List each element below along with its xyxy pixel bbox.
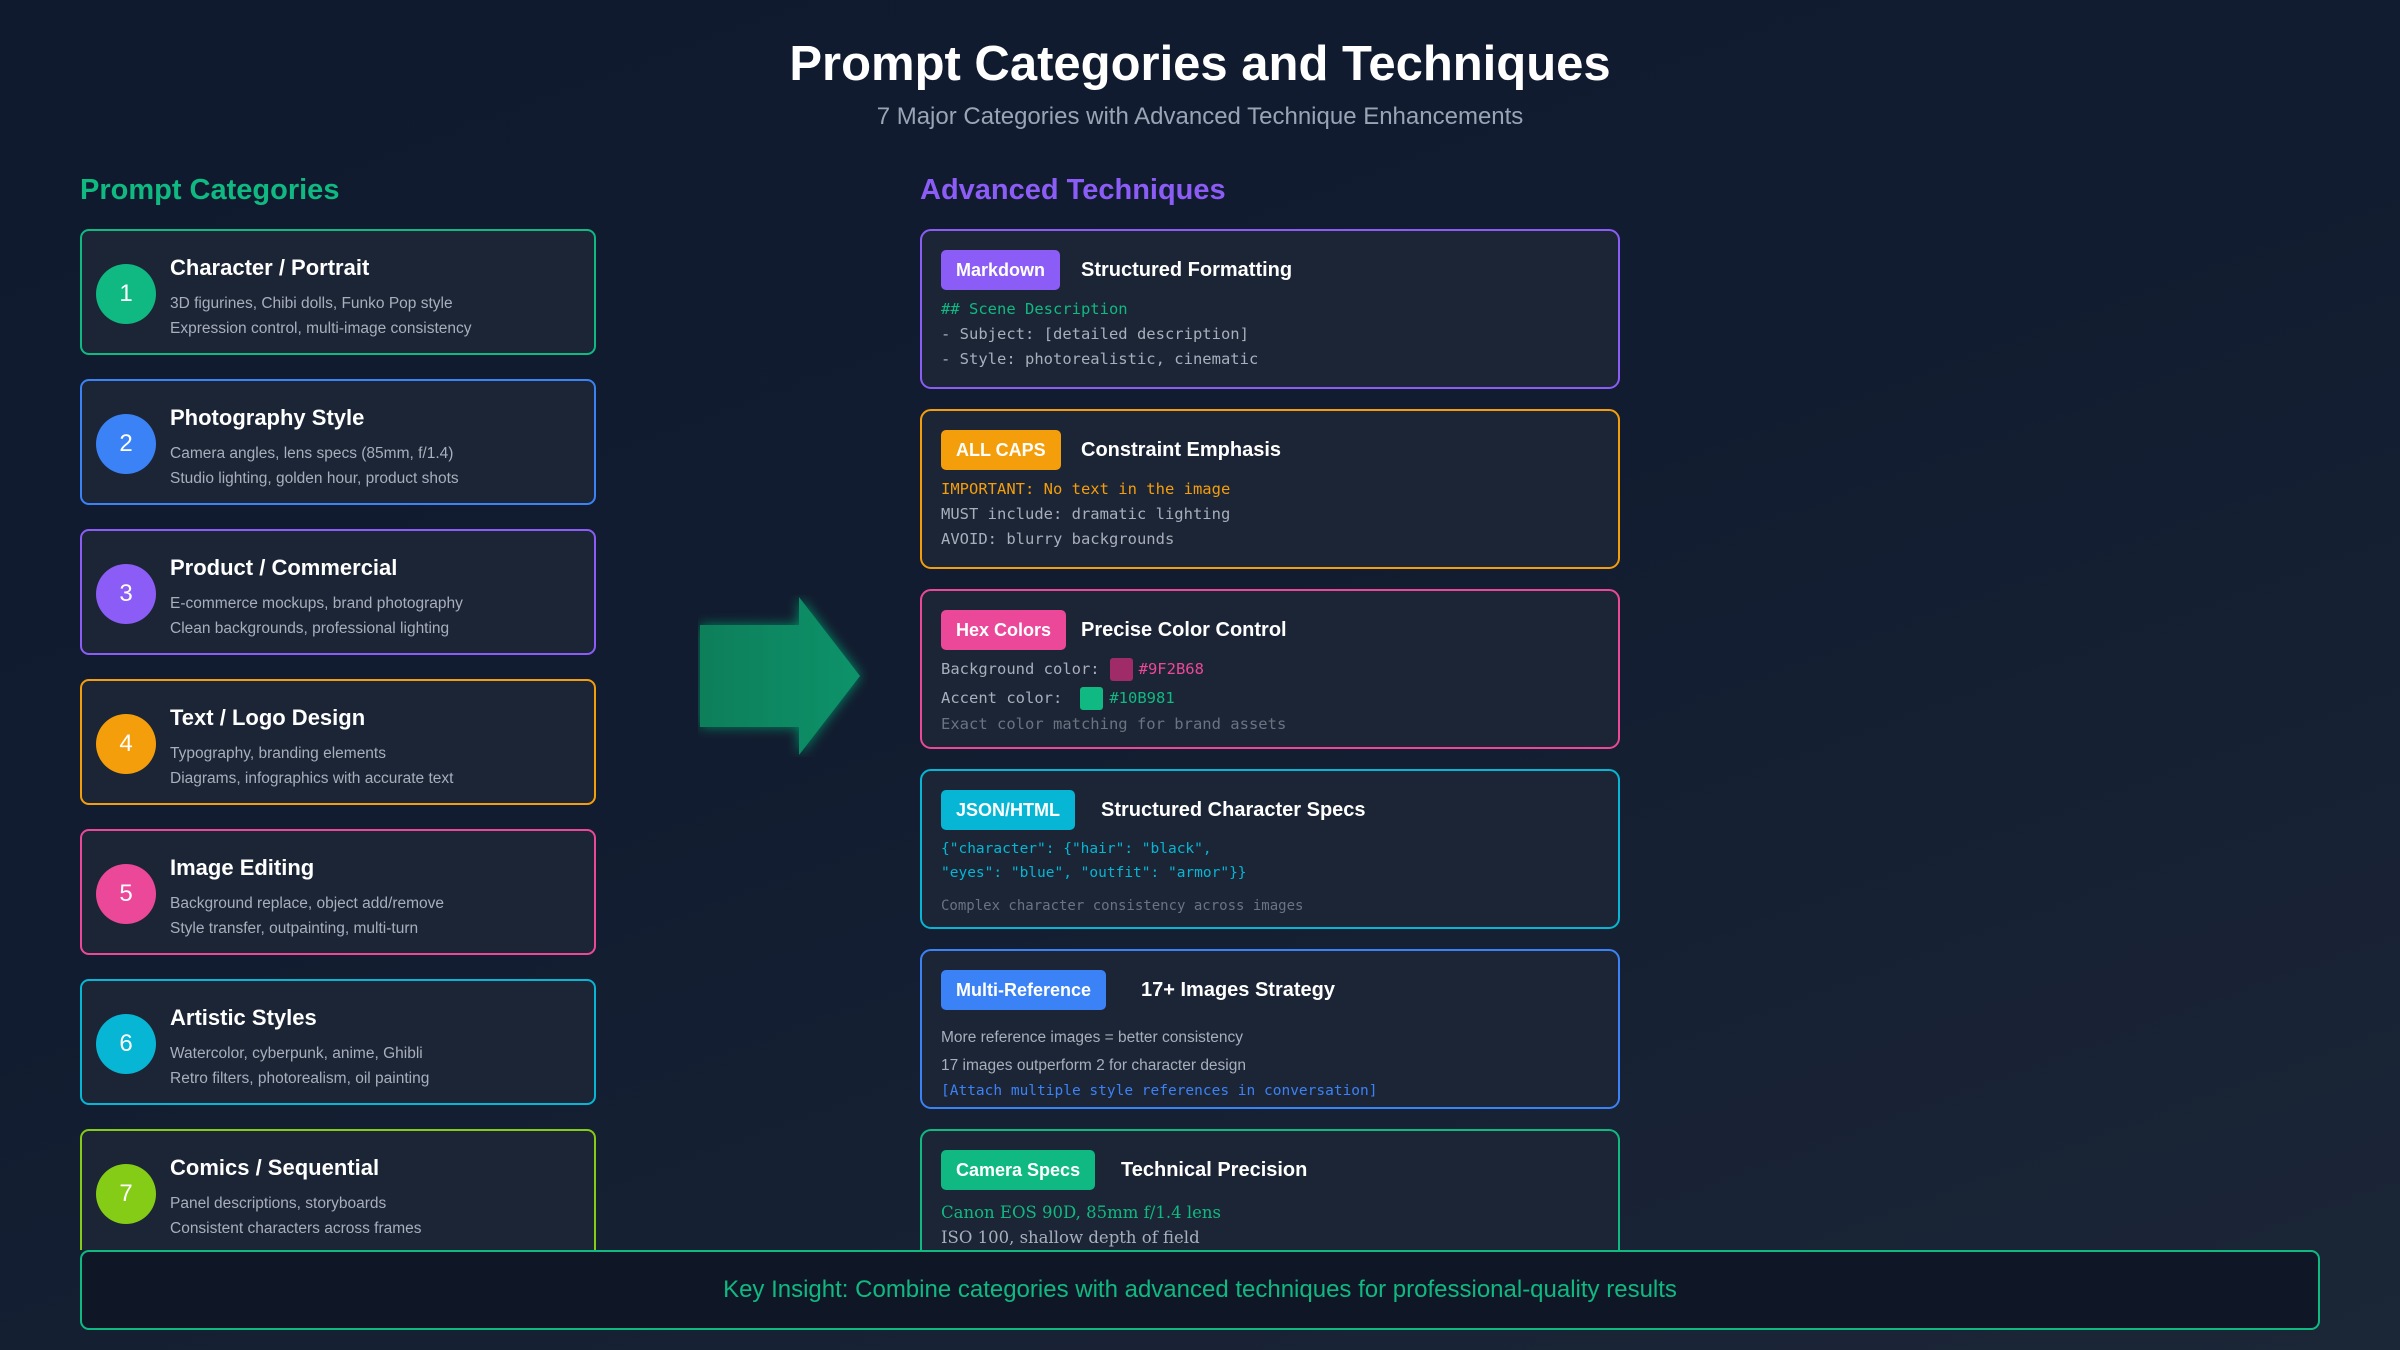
techniques-heading: Advanced Techniques [920, 174, 1226, 206]
code-line: IMPORTANT: No text in the image [941, 480, 1231, 498]
code-line: {"character": {"hair": "black", [941, 841, 1212, 857]
category-number-badge: 5 [96, 864, 156, 924]
page-subtitle: 7 Major Categories with Advanced Techniq… [876, 103, 1524, 130]
technique-title: Constraint Emphasis [1081, 439, 1282, 461]
technique-card-hex-colors: Hex Colors Precise Color Control Backgro… [920, 589, 1620, 749]
technique-note: Complex character consistency across ima… [941, 898, 1304, 914]
code-line: [Attach multiple style references in con… [941, 1083, 1378, 1099]
technique-title: 17+ Images Strategy [1141, 979, 1335, 1001]
code-line: "eyes": "blue", "outfit": "armor"}} [941, 865, 1247, 881]
technique-badge-hex-colors: Hex Colors [941, 610, 1067, 650]
key-insight-banner: Key Insight: Combine categories with adv… [80, 1250, 2320, 1330]
category-title: Image Editing [170, 855, 315, 880]
category-description: Studio lighting, golden hour, product sh… [170, 470, 459, 487]
technique-badge-camera-specs: Camera Specs [941, 1150, 1096, 1190]
category-number-badge: 1 [96, 264, 156, 324]
category-card-artistic: 6 Artistic Styles Watercolor, cyberpunk,… [80, 979, 596, 1105]
category-number-badge: 4 [96, 714, 156, 774]
categories-heading: Prompt Categories [80, 174, 340, 206]
technique-title: Precise Color Control [1081, 619, 1287, 641]
category-description: Background replace, object add/remove [170, 895, 444, 912]
technique-card-multi-reference: Multi-Reference 17+ Images Strategy More… [920, 949, 1620, 1109]
category-number-badge: 6 [96, 1014, 156, 1074]
technique-card-json-html: JSON/HTML Structured Character Specs {"c… [920, 769, 1620, 929]
category-title: Photography Style [170, 405, 365, 430]
category-description: 3D figurines, Chibi dolls, Funko Pop sty… [170, 295, 453, 312]
category-number-badge: 3 [96, 564, 156, 624]
category-description: Retro filters, photorealism, oil paintin… [170, 1070, 430, 1087]
category-description: Camera angles, lens specs (85mm, f/1.4) [170, 445, 454, 462]
accent-color-swatch [1080, 687, 1104, 710]
code-line: - Subject: [detailed description] [941, 325, 1249, 343]
category-description: Typography, branding elements [170, 745, 386, 762]
category-description: Watercolor, cyberpunk, anime, Ghibli [170, 1045, 423, 1062]
technique-badge-markdown: Markdown [941, 250, 1061, 290]
code-line: ISO 100, shallow depth of field [941, 1228, 1200, 1247]
technique-badge-json-html: JSON/HTML [941, 790, 1076, 830]
category-card-product: 3 Product / Commercial E-commerce mockup… [80, 529, 596, 655]
technique-card-markdown: Markdown Structured Formatting ## Scene … [920, 229, 1620, 389]
background-color-value: #9F2B68 [1138, 660, 1204, 678]
code-line: ## Scene Description [941, 300, 1128, 318]
accent-color-label: Accent color: [941, 689, 1063, 707]
code-line: Canon EOS 90D, 85mm f/1.4 lens [941, 1203, 1221, 1222]
category-description: E-commerce mockups, brand photography [170, 595, 463, 612]
category-description: Diagrams, infographics with accurate tex… [170, 770, 454, 787]
category-title: Comics / Sequential [170, 1155, 380, 1180]
technique-detail: More reference images = better consisten… [941, 1029, 1243, 1046]
category-description: Expression control, multi-image consiste… [170, 320, 472, 337]
background-color-swatch [1109, 658, 1133, 681]
technique-badge-multi-reference: Multi-Reference [941, 970, 1107, 1010]
technique-badge-all-caps: ALL CAPS [941, 430, 1061, 470]
technique-card-all-caps: ALL CAPS Constraint Emphasis IMPORTANT: … [920, 409, 1620, 569]
category-description: Clean backgrounds, professional lighting [170, 620, 450, 637]
category-card-image-editing: 5 Image Editing Background replace, obje… [80, 829, 596, 955]
category-number-badge: 2 [96, 414, 156, 474]
category-title: Text / Logo Design [170, 705, 366, 730]
technique-title: Technical Precision [1121, 1159, 1308, 1181]
category-title: Artistic Styles [170, 1005, 317, 1030]
page-title: Prompt Categories and Techniques [789, 37, 1611, 91]
accent-color-row: Accent color: #10B981 [941, 687, 1175, 710]
technique-card-camera-specs: Camera Specs Technical Precision Canon E… [920, 1129, 1620, 1250]
technique-title: Structured Character Specs [1101, 799, 1366, 821]
category-card-comics: 7 Comics / Sequential Panel descriptions… [80, 1129, 596, 1250]
category-card-text-logo: 4 Text / Logo Design Typography, brandin… [80, 679, 596, 805]
code-line: - Style: photorealistic, cinematic [941, 350, 1259, 368]
arrow-right-icon [700, 597, 860, 755]
category-title: Product / Commercial [170, 555, 398, 580]
background-color-row: Background color: #9F2B68 [941, 658, 1204, 681]
technique-title: Structured Formatting [1081, 259, 1293, 281]
category-description: Style transfer, outpainting, multi-turn [170, 920, 419, 937]
category-card-photography: 2 Photography Style Camera angles, lens … [80, 379, 596, 505]
technique-detail: 17 images outperform 2 for character des… [941, 1057, 1246, 1074]
category-description: Consistent characters across frames [170, 1220, 422, 1237]
background-color-label: Background color: [941, 660, 1100, 678]
category-card-character: 1 Character / Portrait 3D figurines, Chi… [80, 229, 596, 355]
category-number-badge: 7 [96, 1164, 156, 1224]
accent-color-value: #10B981 [1109, 689, 1175, 707]
code-line: AVOID: blurry backgrounds [941, 530, 1175, 548]
technique-note: Exact color matching for brand assets [941, 715, 1287, 733]
category-description: Panel descriptions, storyboards [170, 1195, 387, 1212]
code-line: MUST include: dramatic lighting [941, 505, 1231, 523]
category-title: Character / Portrait [170, 255, 370, 280]
